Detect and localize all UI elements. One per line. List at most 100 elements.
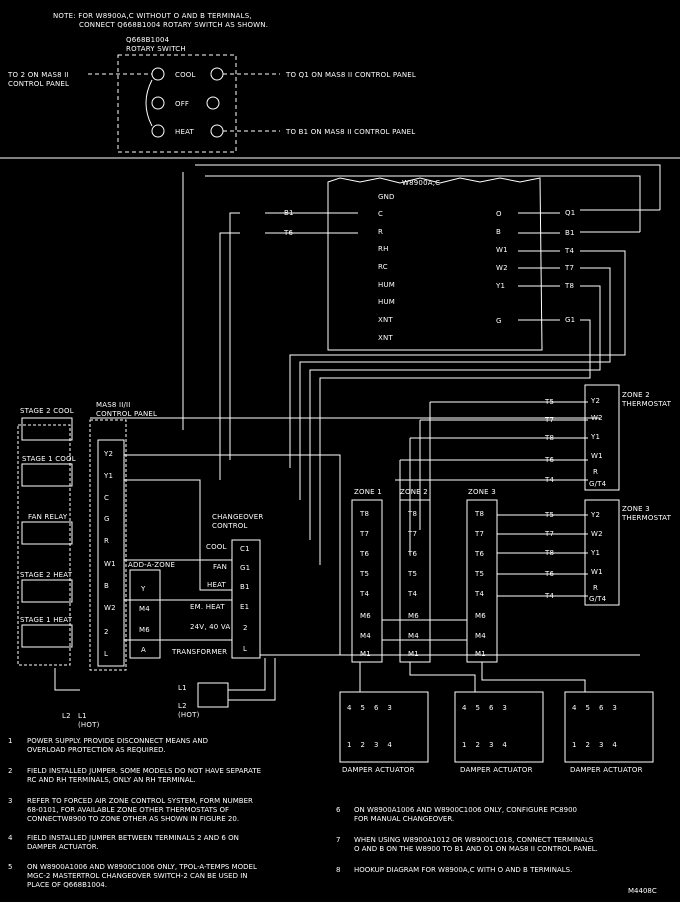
z3-wire-3: T6 <box>545 570 555 578</box>
z1-term-7: M1 <box>360 650 371 658</box>
z2t-term-5: G/T4 <box>589 480 607 488</box>
act2-label: DAMPER ACTUATOR <box>460 766 533 774</box>
z3-term-5: M6 <box>475 612 486 620</box>
z2-term-2: T6 <box>408 550 418 558</box>
z2t-term-2: Y1 <box>591 433 601 441</box>
main-term-2: C <box>104 494 110 502</box>
zone2-tstat-label2: THERMOSTAT <box>622 400 672 408</box>
z3t-term-2: Y1 <box>591 549 601 557</box>
main-terminal-strip <box>97 439 125 667</box>
z1-term-3: T5 <box>360 570 370 578</box>
z3-wire-2: T8 <box>545 549 555 557</box>
note-line1: NOTE: FOR W8900A,C WITHOUT O AND B TERMI… <box>53 12 252 20</box>
damper-actuator-1 <box>339 691 429 763</box>
tstat-right-2: W1 <box>496 246 508 254</box>
z2-term-5: M6 <box>408 612 419 620</box>
co-transformer: TRANSFORMER <box>172 648 228 656</box>
z2-wire-4: T4 <box>545 476 555 484</box>
note-num-8: 8 <box>336 866 341 874</box>
z3-term-3: T5 <box>475 570 485 578</box>
stage1-cool-relay <box>21 463 73 487</box>
act2-bottom: 1234 <box>462 741 516 749</box>
wire-t6: T6 <box>284 229 294 237</box>
add-a-zone-label: ADD-A-ZONE <box>128 561 176 569</box>
z1-term-2: T6 <box>360 550 370 558</box>
main-term-4: R <box>104 537 110 545</box>
z1-term-4: T4 <box>360 590 370 598</box>
pos-cool: COOL <box>175 71 196 79</box>
z3-term-7: M1 <box>475 650 486 658</box>
wire-t8: T8 <box>565 282 575 290</box>
co-term-4: 2 <box>243 624 248 632</box>
power-l2b: L2 <box>62 712 71 720</box>
z3t-term-0: Y2 <box>591 511 601 519</box>
tstat-left-0: GND <box>378 193 395 201</box>
note-num-6: 6 <box>336 806 341 814</box>
z2-wire-3: T6 <box>545 456 555 464</box>
stage2-cool-relay <box>21 417 73 441</box>
note2b: RC AND RH TERMINALS, ONLY AN RH TERMINAL… <box>27 776 196 784</box>
note7b: O AND B ON THE W8900 TO B1 AND O1 ON MAS… <box>354 845 598 853</box>
rotary-switch-box <box>117 54 237 153</box>
aaz-term-1: M4 <box>139 605 150 613</box>
z2-wire-0: T5 <box>545 398 555 406</box>
z2t-term-4: R <box>593 468 599 476</box>
wire-q1: Q1 <box>565 209 576 217</box>
z3-term-4: T4 <box>475 590 485 598</box>
note-num-1: 1 <box>8 737 13 745</box>
power-hotb: (HOT) <box>78 721 100 729</box>
z3t-term-4: R <box>593 584 599 592</box>
act1-label: DAMPER ACTUATOR <box>342 766 415 774</box>
act3-top: 4563 <box>572 704 626 712</box>
z2-term-4: T4 <box>408 590 418 598</box>
zone2-label: ZONE 2 <box>400 488 428 496</box>
z1-term-6: M4 <box>360 632 371 640</box>
add-a-zone-strip <box>129 569 161 659</box>
stage1-heat-label: STAGE 1 HEAT <box>20 616 73 624</box>
left-label2: CONTROL PANEL <box>8 80 70 88</box>
switch-terminal-blank <box>151 96 165 110</box>
act3-bottom: 1234 <box>572 741 626 749</box>
tstat-left-7: XNT <box>378 316 393 324</box>
wire-b1: B1 <box>284 209 294 217</box>
note7a: WHEN USING W8900A1012 OR W8900C1018, CON… <box>354 836 594 844</box>
note6a: ON W8900A1006 AND W8900C1006 ONLY, CONFI… <box>354 806 577 814</box>
wire-g1: G1 <box>565 316 576 324</box>
mas8-panel-box <box>89 419 127 671</box>
note5b: MGC-2 MASTERTROL CHANGEOVER SWITCH-2 CAN… <box>27 872 248 880</box>
left-label1: TO 2 ON MAS8 II <box>8 71 69 79</box>
zone1-board <box>351 499 383 663</box>
pos-off: OFF <box>175 100 190 108</box>
note3c: CONNECTW8900 TO ZONE OTHER AS SHOWN IN F… <box>27 815 240 823</box>
switch-name: ROTARY SWITCH <box>126 45 186 53</box>
co-term-2: B1 <box>240 583 250 591</box>
stage1-heat-relay <box>21 624 73 648</box>
stage1-cool-label: STAGE 1 COOL <box>22 455 76 463</box>
fan-relay <box>21 521 73 545</box>
z2t-term-3: W1 <box>591 452 603 460</box>
tstat-left-1: C <box>378 210 384 218</box>
z2-term-3: T5 <box>408 570 418 578</box>
relay-column <box>17 424 71 666</box>
z3t-term-3: W1 <box>591 568 603 576</box>
main-term-6: B <box>104 582 110 590</box>
note-num-5: 5 <box>8 863 13 871</box>
note2a: FIELD INSTALLED JUMPER. SOME MODELS DO N… <box>27 767 262 775</box>
power-l2: L2 <box>178 702 187 710</box>
aaz-term-2: M6 <box>139 626 150 634</box>
note4b: DAMPER ACTUATOR. <box>27 843 99 851</box>
main-term-1: Y1 <box>104 472 114 480</box>
z3-term-1: T7 <box>475 530 485 538</box>
note4a: FIELD INSTALLED JUMPER BETWEEN TERMINALS… <box>27 834 239 842</box>
note-line2: CONNECT Q668B1004 ROTARY SWITCH AS SHOWN… <box>79 21 269 29</box>
switch-part: Q668B1004 <box>126 36 170 44</box>
stage2-heat-label: STAGE 2 HEAT <box>20 571 73 579</box>
tstat-left-3: RH <box>378 245 389 253</box>
z1-term-5: M6 <box>360 612 371 620</box>
act1-bottom: 1234 <box>347 741 401 749</box>
switch-terminal-off <box>206 96 220 110</box>
z2-term-0: T8 <box>408 510 418 518</box>
co-term-0: C1 <box>240 545 250 553</box>
tstat-left-8: XNT <box>378 334 393 342</box>
